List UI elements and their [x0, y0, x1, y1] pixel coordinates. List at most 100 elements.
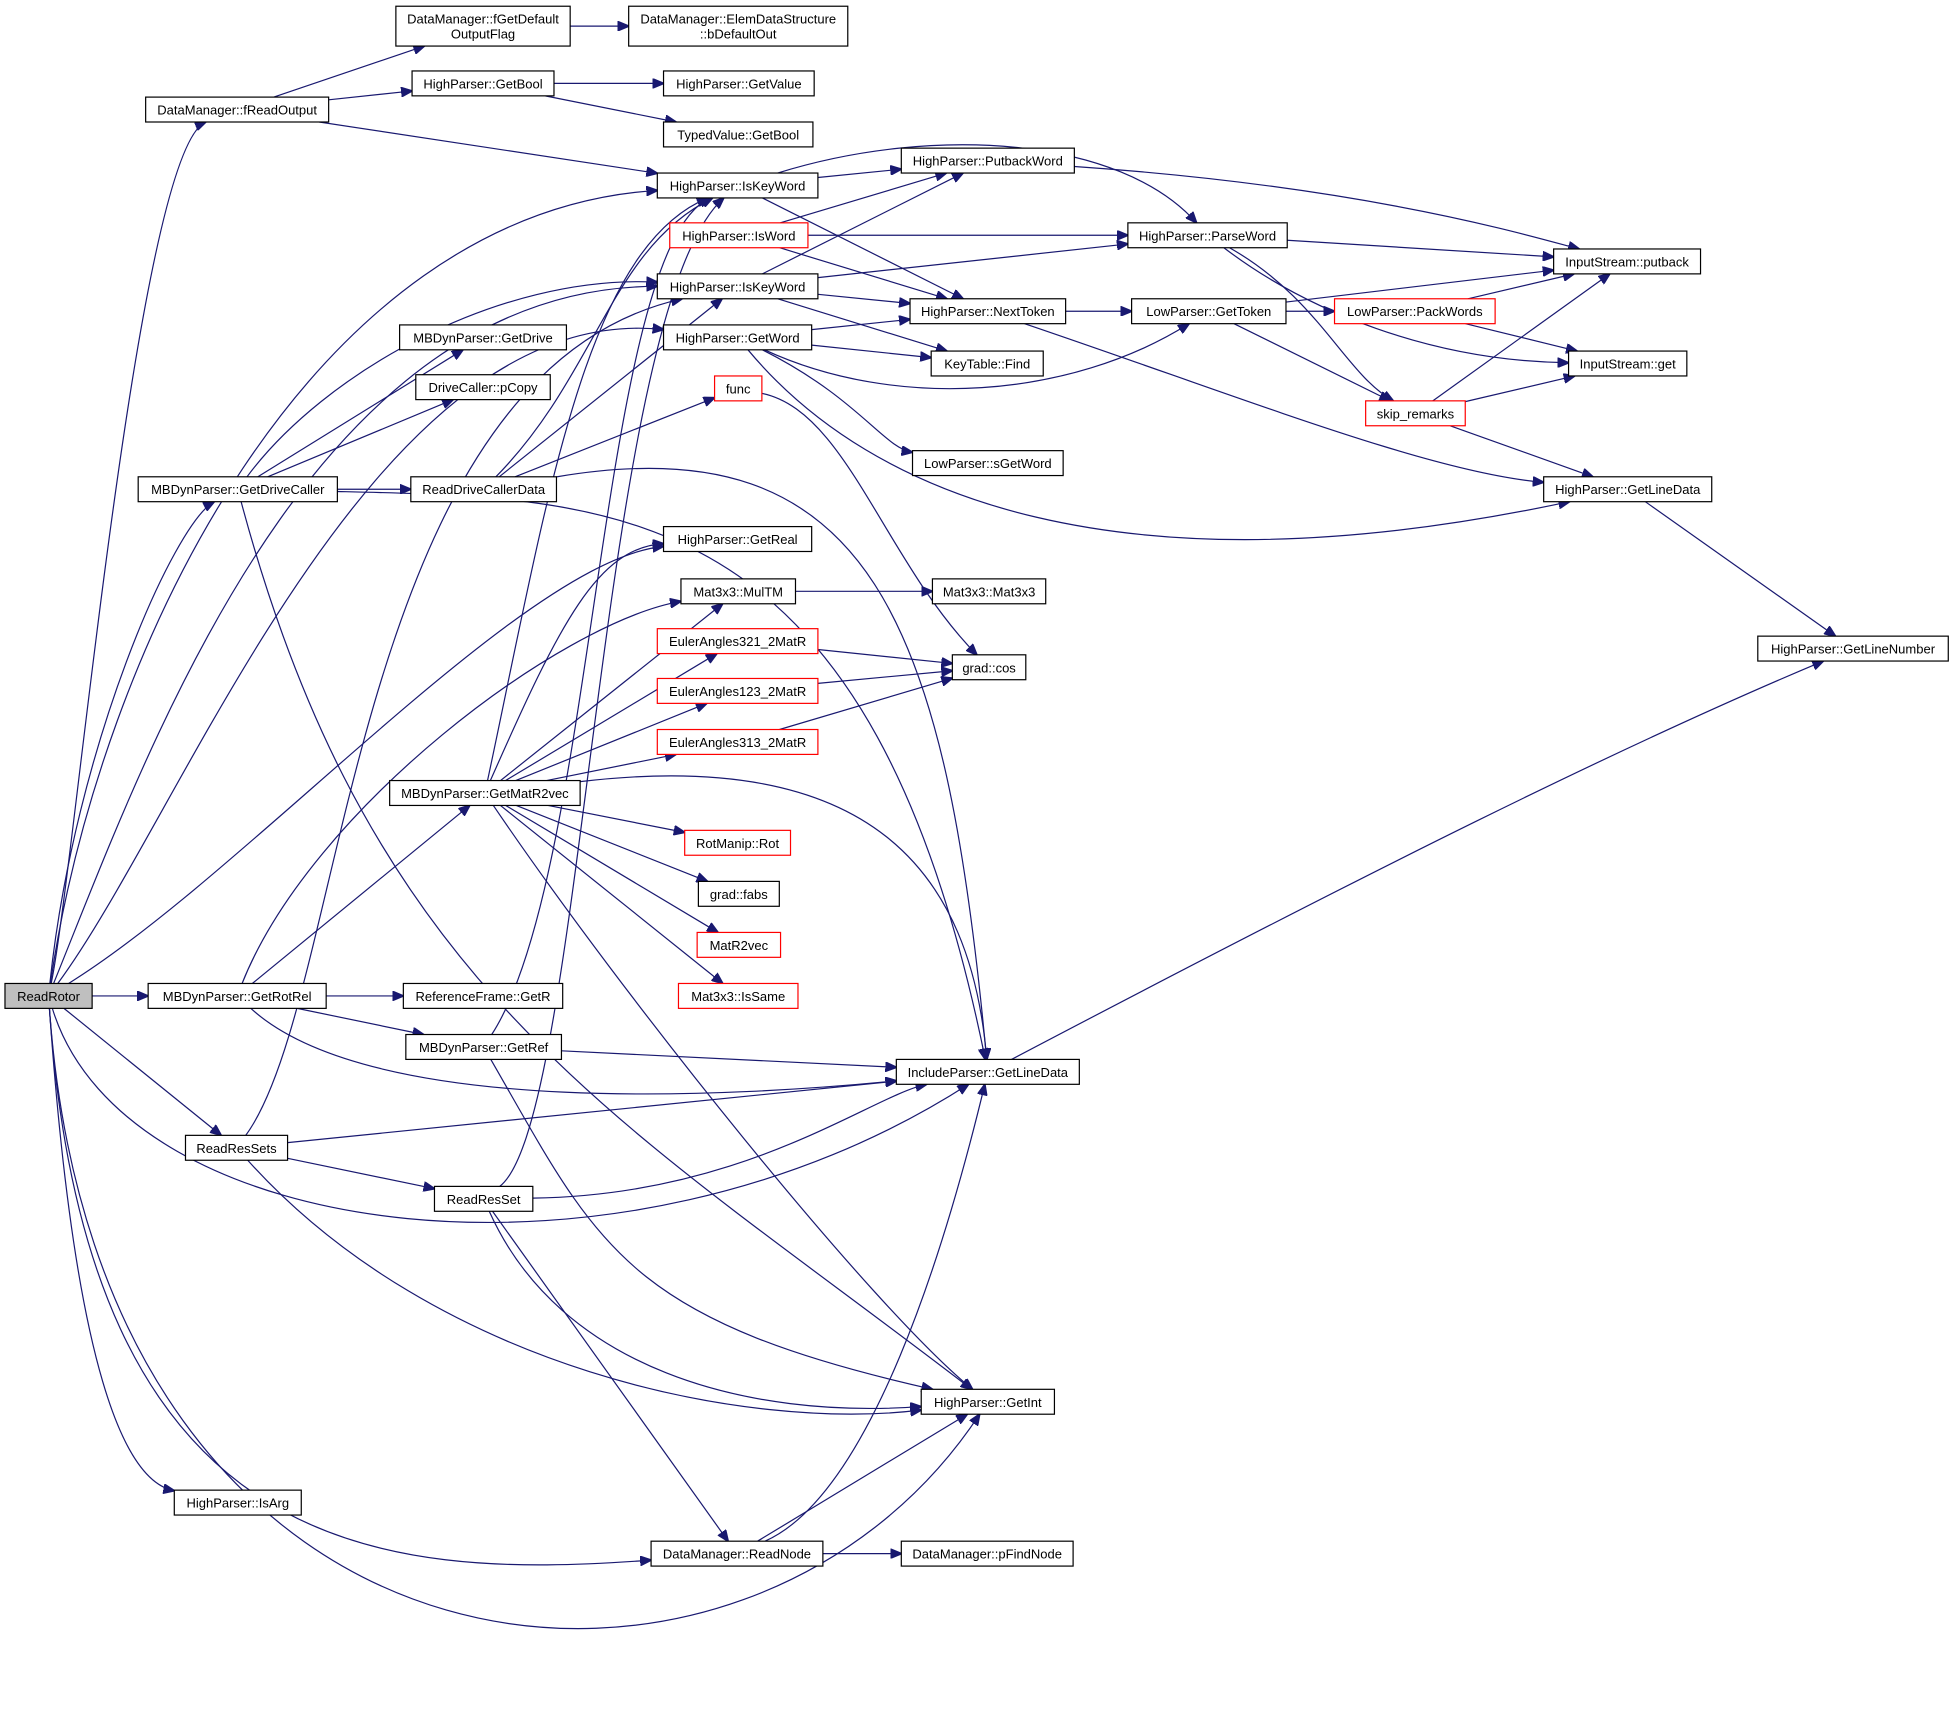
node-grad-cos[interactable]: grad::cos	[951, 654, 1027, 681]
node-hp-getlinedata[interactable]: HighParser::GetLineData	[1543, 476, 1713, 503]
node-box	[1333, 298, 1496, 325]
node-readrotor[interactable]: ReadRotor	[4, 982, 93, 1009]
edge-lp-gettoken-to-skip-remarks	[1233, 323, 1390, 401]
edge-lp-gettoken-to-is-putback	[1285, 270, 1554, 303]
node-box	[697, 880, 780, 907]
edge-readrotor-to-readressets	[63, 1007, 221, 1135]
node-kt-find[interactable]: KeyTable::Find	[930, 350, 1044, 377]
node-rotmanip-rot[interactable]: RotManip::Rot	[684, 829, 792, 856]
node-hp-iskeyword1[interactable]: HighParser::IsKeyWord	[656, 172, 819, 199]
node-mat-mat3x3[interactable]: Mat3x3::Mat3x3	[931, 578, 1047, 605]
node-is-get[interactable]: InputStream::get	[1567, 350, 1688, 377]
edge-mbp-getrotrel-to-mat-multm	[241, 601, 681, 984]
node-grad-fabs[interactable]: grad::fabs	[697, 880, 780, 907]
node-hp-getreal[interactable]: HighParser::GetReal	[662, 525, 813, 553]
node-label: ReadDriveCallerData	[422, 482, 546, 497]
edge-mbp-getmatr2vec-to-rotmanip-rot	[547, 804, 685, 832]
edge-hp-getword-to-hp-getlinedata	[747, 349, 1569, 540]
node-box	[415, 374, 551, 401]
node-skip-remarks[interactable]: skip_remarks	[1365, 400, 1466, 427]
node-rf-getr[interactable]: ReferenceFrame::GetR	[402, 982, 564, 1009]
node-label: Mat3x3::MulTM	[693, 584, 783, 599]
edge-skip-remarks-to-hp-getlinedata	[1450, 425, 1593, 477]
node-euler321[interactable]: EulerAngles321_2MatR	[656, 628, 819, 655]
node-hp-getbool[interactable]: HighParser::GetBool	[411, 70, 555, 97]
node-hp-getlinenumber[interactable]: HighParser::GetLineNumber	[1757, 635, 1949, 662]
node-label: MBDynParser::GetDrive	[413, 330, 552, 345]
node-hp-getvalue[interactable]: HighParser::GetValue	[662, 70, 815, 97]
node-box	[669, 222, 809, 249]
node-box	[656, 628, 819, 655]
node-lp-packwords[interactable]: LowParser::PackWords	[1333, 298, 1496, 325]
node-euler123[interactable]: EulerAngles123_2MatR	[656, 677, 819, 704]
node-lp-gettoken[interactable]: LowParser::GetToken	[1131, 298, 1287, 325]
node-dm-readnode[interactable]: DataManager::ReadNode	[650, 1540, 824, 1567]
edge-hp-getword-to-lp-sgetword	[762, 349, 912, 452]
node-euler313[interactable]: EulerAngles313_2MatR	[656, 728, 819, 756]
edge-mbp-getmatr2vec-to-grad-fabs	[516, 804, 707, 881]
node-lp-sgetword[interactable]: LowParser::sGetWord	[911, 450, 1064, 477]
edge-hp-iskeyword2-to-hp-nexttoken	[817, 293, 910, 303]
node-dm-freadoutput[interactable]: DataManager::fReadOutput	[145, 96, 330, 123]
node-hp-parseword[interactable]: HighParser::ParseWord	[1127, 222, 1288, 249]
edge-readrotor-to-mbp-getdrivecaller	[49, 502, 214, 984]
edge-mbp-getrotrel-to-ip-getlinedata	[250, 1007, 897, 1095]
node-hp-nexttoken[interactable]: HighParser::NextToken	[909, 298, 1067, 325]
node-box	[662, 525, 813, 553]
node-mbp-getdrivecaller[interactable]: MBDynParser::GetDriveCaller	[137, 476, 338, 503]
node-mbp-getrotrel[interactable]: MBDynParser::GetRotRel	[147, 982, 327, 1009]
node-readdrivecallerdata[interactable]: ReadDriveCallerData	[410, 476, 558, 503]
node-matr2vec[interactable]: MatR2vec	[696, 931, 782, 958]
node-hp-isword[interactable]: HighParser::IsWord	[669, 222, 809, 249]
edge-hp-iskeyword1-to-hp-parseword	[777, 144, 1197, 223]
node-box	[1127, 222, 1288, 249]
edge-mbp-getmatr2vec-to-hp-getint	[492, 805, 972, 1389]
node-hp-getint[interactable]: HighParser::GetInt	[920, 1388, 1056, 1415]
node-box	[895, 1058, 1080, 1085]
node-label: skip_remarks	[1377, 406, 1455, 421]
node-readresset[interactable]: ReadResSet	[433, 1185, 534, 1212]
edge-dm-freadoutput-to-dm-fgetdefault	[273, 46, 424, 98]
edge-dm-freadoutput-to-hp-getbool	[328, 91, 412, 101]
node-mbp-getref[interactable]: MBDynParser::GetRef	[405, 1033, 563, 1061]
node-mat-issame[interactable]: Mat3x3::IsSame	[677, 982, 799, 1009]
edge-readrotor-to-hp-getreal	[68, 546, 664, 984]
node-hp-isarg[interactable]: HighParser::IsArg	[173, 1489, 302, 1516]
node-label: HighParser::GetInt	[934, 1395, 1042, 1410]
edges	[48, 26, 1835, 1630]
node-hp-iskeyword2[interactable]: HighParser::IsKeyWord	[656, 273, 819, 300]
edge-hp-iskeyword2-to-hp-parseword	[817, 244, 1128, 279]
node-box	[911, 450, 1064, 477]
node-label: Mat3x3::IsSame	[691, 989, 785, 1004]
node-mat-multm[interactable]: Mat3x3::MulTM	[680, 578, 797, 605]
edge-hp-getword-to-kt-find	[811, 344, 932, 358]
edge-readrotor-to-hp-isarg	[48, 1008, 174, 1490]
node-func[interactable]: func	[713, 375, 763, 402]
node-mbp-getdrive[interactable]: MBDynParser::GetDrive	[399, 324, 568, 351]
node-dm-pfindnode[interactable]: DataManager::pFindNode	[900, 1540, 1074, 1567]
node-is-putback[interactable]: InputStream::putback	[1553, 248, 1702, 275]
node-dm-elemdata[interactable]: DataManager::ElemDataStructure::bDefault…	[628, 5, 849, 47]
node-label: ReadResSet	[447, 1192, 521, 1207]
edge-hp-getbool-to-tv-getbool	[545, 95, 676, 122]
node-hp-getword[interactable]: HighParser::GetWord	[662, 324, 813, 351]
node-box	[713, 375, 763, 402]
node-mbp-getmatr2vec[interactable]: MBDynParser::GetMatR2vec	[389, 779, 581, 807]
node-hp-putbackword[interactable]: HighParser::PutbackWord	[900, 147, 1075, 174]
node-label: HighParser::GetReal	[678, 532, 798, 547]
edge-hp-isword-to-hp-putbackword	[780, 173, 946, 224]
node-dc-pcopy[interactable]: DriveCaller::pCopy	[415, 374, 551, 401]
node-readressets[interactable]: ReadResSets	[184, 1134, 289, 1161]
node-tv-getbool[interactable]: TypedValue::GetBool	[662, 121, 814, 148]
node-label: DataManager::pFindNode	[912, 1547, 1062, 1562]
node-ip-getlinedata[interactable]: IncludeParser::GetLineData	[895, 1058, 1080, 1085]
node-label: LowParser::sGetWord	[924, 456, 1052, 471]
node-box	[951, 654, 1027, 681]
node-box	[410, 476, 558, 503]
node-box	[1131, 298, 1287, 325]
node-label: RotManip::Rot	[696, 836, 779, 851]
node-label: ReadResSets	[196, 1141, 277, 1156]
node-label: LowParser::PackWords	[1347, 304, 1483, 319]
